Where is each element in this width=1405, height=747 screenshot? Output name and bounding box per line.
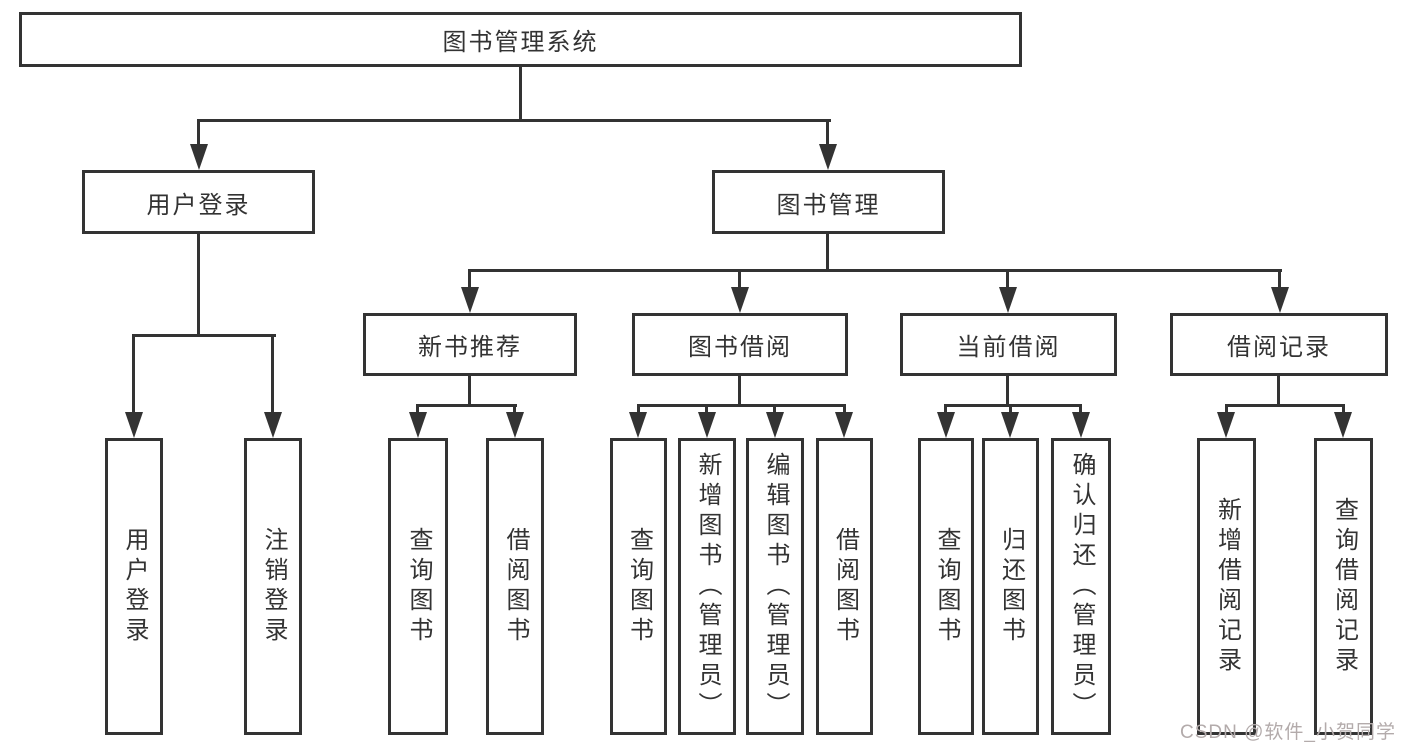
connector-line — [944, 404, 947, 414]
arrow-down-icon — [698, 412, 716, 438]
arrow-down-icon — [125, 412, 143, 438]
connector-line — [944, 404, 1082, 407]
arrow-down-icon — [1271, 287, 1289, 313]
connector-line — [197, 119, 200, 147]
leaf-label: 编辑图书（管理员） — [762, 451, 789, 722]
connector-line — [197, 232, 200, 336]
leaf-current-query-books: 查询图书 — [918, 438, 974, 735]
node-root-library-system: 图书管理系统 — [19, 12, 1022, 67]
leaf-label: 归还图书 — [997, 526, 1025, 647]
arrow-down-icon — [461, 287, 479, 313]
connector-line — [637, 404, 640, 414]
arrow-down-icon — [1072, 412, 1090, 438]
connector-line — [843, 404, 846, 414]
arrow-down-icon — [937, 412, 955, 438]
connector-line — [416, 404, 517, 407]
connector-line — [1278, 269, 1281, 289]
connector-line — [197, 119, 831, 122]
node-book-management: 图书管理 — [712, 170, 945, 234]
connector-line — [1225, 404, 1345, 407]
leaf-borrow-borrow-book: 借阅图书 — [816, 438, 873, 735]
arrow-down-icon — [731, 287, 749, 313]
connector-line — [468, 269, 471, 289]
leaf-label: 新增借阅记录 — [1213, 496, 1241, 677]
leaf-label: 查询图书 — [405, 526, 432, 647]
connector-line — [738, 374, 741, 406]
connector-line — [637, 404, 846, 407]
leaf-label: 借阅图书 — [502, 526, 529, 647]
leaf-logout: 注销登录 — [244, 438, 302, 735]
connector-line — [468, 374, 471, 406]
node-book-borrowing: 图书借阅 — [632, 313, 848, 376]
connector-line — [738, 269, 741, 289]
leaf-label: 注销登录 — [260, 526, 287, 647]
leaf-label: 查询图书 — [933, 526, 960, 647]
leaf-current-confirm-return-admin: 确认归还（管理员） — [1051, 438, 1111, 735]
leaf-borrow-query-books: 查询图书 — [610, 438, 667, 735]
connector-line — [826, 232, 829, 271]
leaf-borrow-add-book-admin: 新增图书（管理员） — [678, 438, 736, 735]
node-user-login: 用户登录 — [82, 170, 315, 234]
connector-line — [1079, 404, 1082, 414]
leaf-label: 新增图书（管理员） — [694, 451, 721, 722]
leaf-label: 借阅图书 — [831, 526, 859, 647]
leaf-label: 用户登录 — [121, 526, 148, 647]
leaf-record-add-borrow-record: 新增借阅记录 — [1197, 438, 1256, 735]
connector-line — [132, 334, 276, 337]
connector-line — [519, 65, 522, 121]
arrow-down-icon — [264, 412, 282, 438]
connector-line — [513, 404, 516, 414]
connector-line — [1006, 374, 1009, 406]
leaf-label: 查询图书 — [625, 526, 653, 647]
leaf-record-query-borrow-record: 查询借阅记录 — [1314, 438, 1373, 735]
arrow-down-icon — [506, 412, 524, 438]
arrow-down-icon — [629, 412, 647, 438]
connector-line — [1342, 404, 1345, 414]
arrow-down-icon — [1334, 412, 1352, 438]
leaf-borrow-edit-book-admin: 编辑图书（管理员） — [746, 438, 804, 735]
arrow-down-icon — [190, 144, 208, 170]
arrow-down-icon — [835, 412, 853, 438]
node-borrowing-records: 借阅记录 — [1170, 313, 1388, 376]
node-new-book-recommendation: 新书推荐 — [363, 313, 577, 376]
connector-line — [416, 404, 419, 414]
connector-line — [1009, 404, 1012, 414]
arrow-down-icon — [766, 412, 784, 438]
leaf-newbook-borrow-book: 借阅图书 — [486, 438, 544, 735]
arrow-down-icon — [1217, 412, 1235, 438]
connector-line — [773, 404, 776, 414]
arrow-down-icon — [819, 144, 837, 170]
connector-line — [271, 334, 274, 414]
node-current-borrowing: 当前借阅 — [900, 313, 1117, 376]
leaf-current-return-book: 归还图书 — [982, 438, 1039, 735]
csdn-watermark: CSDN @软件_小贺同学 — [1180, 722, 1396, 743]
connector-line — [1277, 374, 1280, 406]
arrow-down-icon — [409, 412, 427, 438]
connector-line — [1006, 269, 1009, 289]
connector-line — [132, 334, 135, 414]
connector-line — [705, 404, 708, 414]
arrow-down-icon — [999, 287, 1017, 313]
connector-line — [1225, 404, 1228, 414]
leaf-label: 查询借阅记录 — [1330, 496, 1358, 677]
leaf-label: 确认归还（管理员） — [1068, 451, 1095, 722]
connector-line — [468, 269, 1282, 272]
leaf-user-login: 用户登录 — [105, 438, 163, 735]
connector-line — [826, 119, 829, 147]
arrow-down-icon — [1001, 412, 1019, 438]
leaf-newbook-query-books: 查询图书 — [388, 438, 448, 735]
